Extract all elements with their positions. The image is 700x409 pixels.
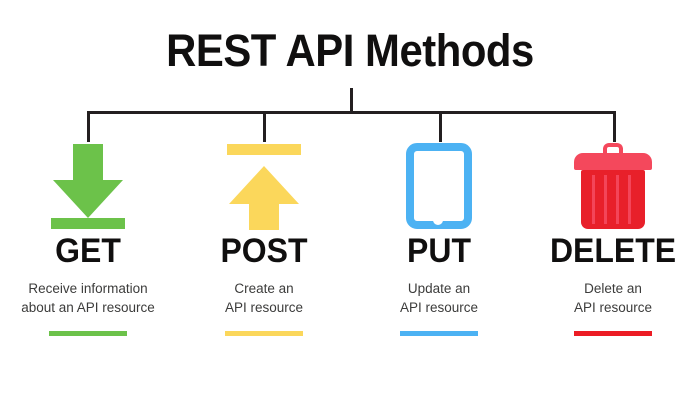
trash-can-ridge: [628, 175, 631, 224]
method-description-put: Update an API resource: [351, 280, 527, 317]
page-title: REST API Methods: [166, 25, 534, 76]
method-description-post: Create an API resource: [176, 280, 352, 317]
method-description-get-line1: Receive information: [28, 281, 148, 296]
icon-container-get: [0, 142, 176, 230]
method-column-get: GET Receive information about an API res…: [0, 142, 176, 337]
upload-arrow-head: [229, 166, 299, 204]
method-label-put: PUT: [407, 232, 471, 270]
method-description-put-line2: API resource: [399, 299, 479, 315]
method-label-delete: DELETE: [549, 232, 677, 270]
method-column-delete: DELETE Delete an API resource: [525, 142, 700, 337]
accent-underline-delete: [574, 331, 652, 337]
tree-branch-put: [439, 111, 442, 142]
upload-arrow-icon: [220, 144, 308, 230]
trash-can-icon: [574, 143, 652, 229]
trash-can-handle: [603, 143, 623, 155]
method-description-delete-line2: API resource: [573, 299, 653, 315]
tree-branch-post: [263, 111, 266, 142]
download-arrow-shaft: [73, 144, 103, 184]
tree-branch-get: [87, 111, 90, 142]
download-arrow-baseline: [51, 218, 125, 229]
accent-underline-post: [225, 331, 303, 337]
tree-stem: [350, 88, 353, 114]
method-description-delete-line1: Delete an: [584, 281, 642, 296]
method-column-post: POST Create an API resource: [176, 142, 352, 337]
upload-arrow-shaft: [249, 200, 279, 230]
tablet-device-icon: [406, 143, 472, 229]
method-description-get-line2: about an API resource: [21, 299, 155, 315]
upload-arrow-baseline: [227, 144, 301, 155]
icon-container-put: [351, 142, 527, 230]
tree-branch-delete: [613, 111, 616, 142]
trash-can-lid: [574, 153, 652, 170]
accent-underline-put: [400, 331, 478, 337]
method-description-get: Receive information about an API resourc…: [0, 280, 176, 317]
trash-can-ridge: [616, 175, 619, 224]
method-column-put: PUT Update an API resource: [351, 142, 527, 337]
method-description-delete: Delete an API resource: [525, 280, 700, 317]
trash-can-ridge: [592, 175, 595, 224]
icon-container-post: [176, 142, 352, 230]
method-label-get: GET: [55, 232, 121, 270]
trash-can-body: [581, 170, 645, 229]
method-label-post: POST: [220, 232, 308, 270]
icon-container-delete: [525, 142, 700, 230]
method-description-put-line1: Update an: [407, 281, 471, 296]
method-description-post-line1: Create an: [234, 281, 294, 296]
download-arrow-icon: [44, 144, 132, 229]
download-arrow-head: [53, 180, 123, 218]
trash-can-ridge: [604, 175, 607, 224]
tablet-home-button: [433, 215, 443, 225]
tree-horizontal-bar: [87, 111, 616, 114]
accent-underline-get: [49, 331, 127, 337]
tablet-screen-frame: [406, 143, 472, 229]
method-description-post-line2: API resource: [224, 299, 304, 315]
